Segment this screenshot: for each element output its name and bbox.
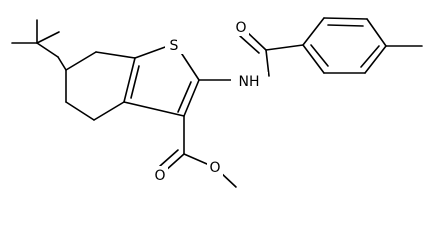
bond <box>177 81 192 113</box>
bond <box>366 18 387 47</box>
methyl-ester-group <box>159 115 237 188</box>
thiophene-ring <box>123 45 200 117</box>
molecule-structure: S NH O O O <box>11 17 423 188</box>
bond <box>134 45 169 59</box>
ester-carbonyl-oxygen-label: O <box>154 168 165 184</box>
bond <box>265 49 270 77</box>
p-tolyl-ring <box>302 17 423 74</box>
bond <box>364 45 387 74</box>
bond <box>95 51 136 59</box>
bond <box>246 31 267 51</box>
amide-oxygen-label: O <box>235 20 246 36</box>
nh-atom-label: NH <box>239 74 260 90</box>
bond <box>65 101 95 121</box>
bond <box>123 101 185 117</box>
sulfur-atom-label: S <box>170 38 179 54</box>
bond <box>360 45 380 68</box>
bond <box>239 35 260 54</box>
tert-butyl-group <box>11 19 60 58</box>
bond <box>310 44 329 67</box>
ester-alkoxy-oxygen-label: O <box>209 160 220 176</box>
bond <box>302 17 325 46</box>
bond <box>36 42 59 58</box>
cyclohexene-ring <box>57 51 136 121</box>
bond <box>302 44 325 74</box>
bond <box>65 51 97 71</box>
bond <box>36 31 60 44</box>
atom-labels: S NH O O O <box>152 18 268 184</box>
amide-linkage <box>198 31 304 81</box>
bond <box>130 65 140 99</box>
bond <box>93 101 125 121</box>
bond <box>183 153 208 165</box>
bond <box>183 79 200 117</box>
bond <box>327 24 364 27</box>
bond <box>164 153 185 172</box>
bond <box>57 56 67 71</box>
bond <box>123 57 136 103</box>
bond <box>159 149 179 167</box>
bond <box>265 44 304 51</box>
bond <box>323 17 368 20</box>
